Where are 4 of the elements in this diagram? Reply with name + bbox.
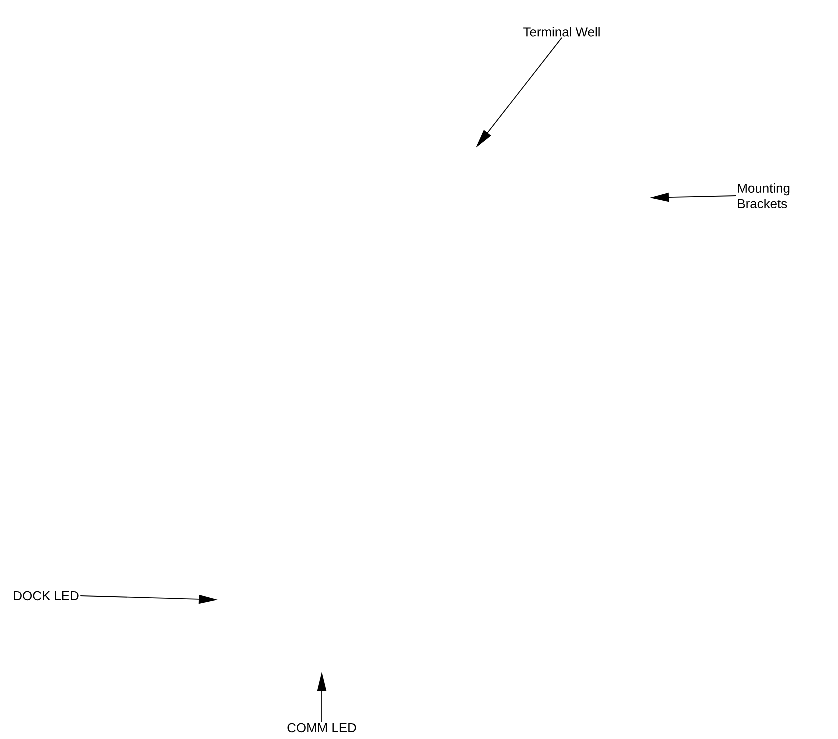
callout-label: Terminal Well xyxy=(524,27,600,37)
callout-label: DOCK LED xyxy=(14,591,79,601)
callout-label: Mounting Brackets xyxy=(738,184,790,208)
callout-label: COMM LED xyxy=(288,723,356,733)
